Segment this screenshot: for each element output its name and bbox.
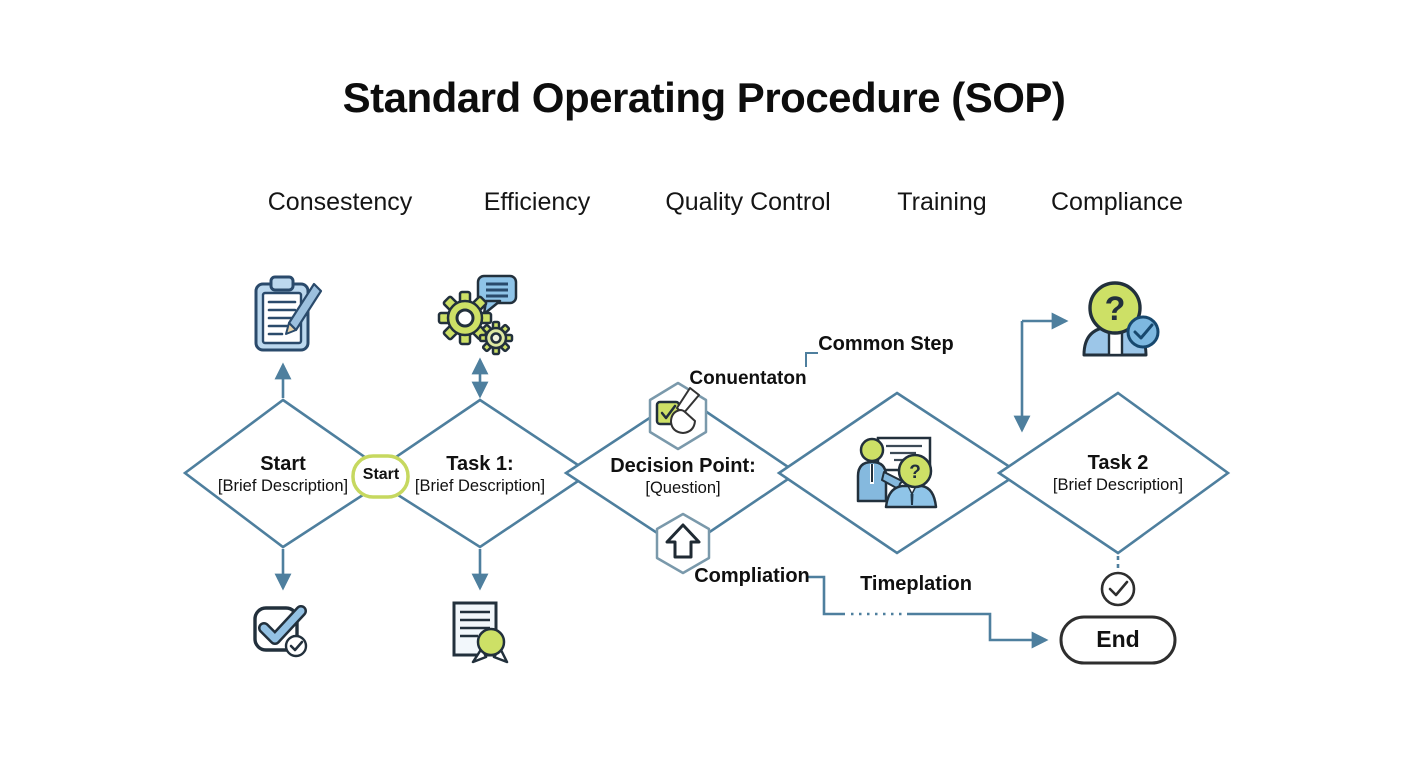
start-node-label: Start [Brief Description] xyxy=(218,453,348,496)
task2-title: Task 2 xyxy=(1087,452,1149,474)
common-step-bracket xyxy=(805,352,818,367)
question-glyph: ? xyxy=(909,462,921,483)
start-diamond xyxy=(182,398,395,549)
task2-node-label: Task 2 [Brief Description] xyxy=(1053,452,1183,495)
task2-diamond xyxy=(996,391,1231,555)
person-question-icon: ? xyxy=(1082,281,1160,357)
task1-title: Task 1: xyxy=(446,453,514,475)
end-terminator xyxy=(1059,615,1177,665)
task1-diamond xyxy=(365,398,593,549)
subtitle-efficiency: Efficiency xyxy=(483,188,591,216)
arrow-to-end xyxy=(908,612,1049,649)
subtitle-compliance: Compliance xyxy=(1050,188,1184,216)
task1-desc: [Brief Description] xyxy=(414,476,546,495)
compilation-label: Compliation xyxy=(694,565,810,587)
hexagon-checkbox-icon xyxy=(648,381,708,451)
checkbox-approved-icon xyxy=(253,605,308,658)
start-pill xyxy=(351,454,410,499)
start-desc: [Brief Description] xyxy=(217,476,349,495)
question-glyph: ? xyxy=(1105,290,1126,328)
check-circle-icon xyxy=(1100,571,1136,607)
decision-title: Decision Point: xyxy=(610,455,756,477)
hexagon-up-arrow-icon xyxy=(655,512,711,575)
chat-bubble xyxy=(476,274,518,316)
start-title: Start xyxy=(260,453,306,475)
common-step-label: Common Step xyxy=(818,333,954,355)
task2-desc: [Brief Description] xyxy=(1052,475,1184,494)
decision-desc: [Question] xyxy=(645,478,721,497)
end-label: End xyxy=(1096,626,1140,652)
gears-chat-icon xyxy=(437,274,518,356)
timeline-label: Timeplation xyxy=(860,573,972,595)
clipboard-pencil-icon xyxy=(254,275,323,352)
documentation-label: Conuentaton xyxy=(689,368,807,389)
decision-node-label: Decision Point: [Question] xyxy=(610,455,756,498)
task1-node-label: Task 1: [Brief Description] xyxy=(415,453,545,496)
subtitle-consistency: Consestency xyxy=(267,188,413,216)
document-seal-icon xyxy=(452,601,509,664)
start-pill-label: Start xyxy=(362,466,400,483)
training-presentation-icon: ? xyxy=(856,436,938,509)
subtitle-training: Training xyxy=(897,188,987,216)
page-title: Standard Operating Procedure (SOP) xyxy=(342,74,1066,121)
compilation-elbow-solid xyxy=(806,575,845,616)
subtitle-quality-control: Quality Control xyxy=(665,188,831,216)
